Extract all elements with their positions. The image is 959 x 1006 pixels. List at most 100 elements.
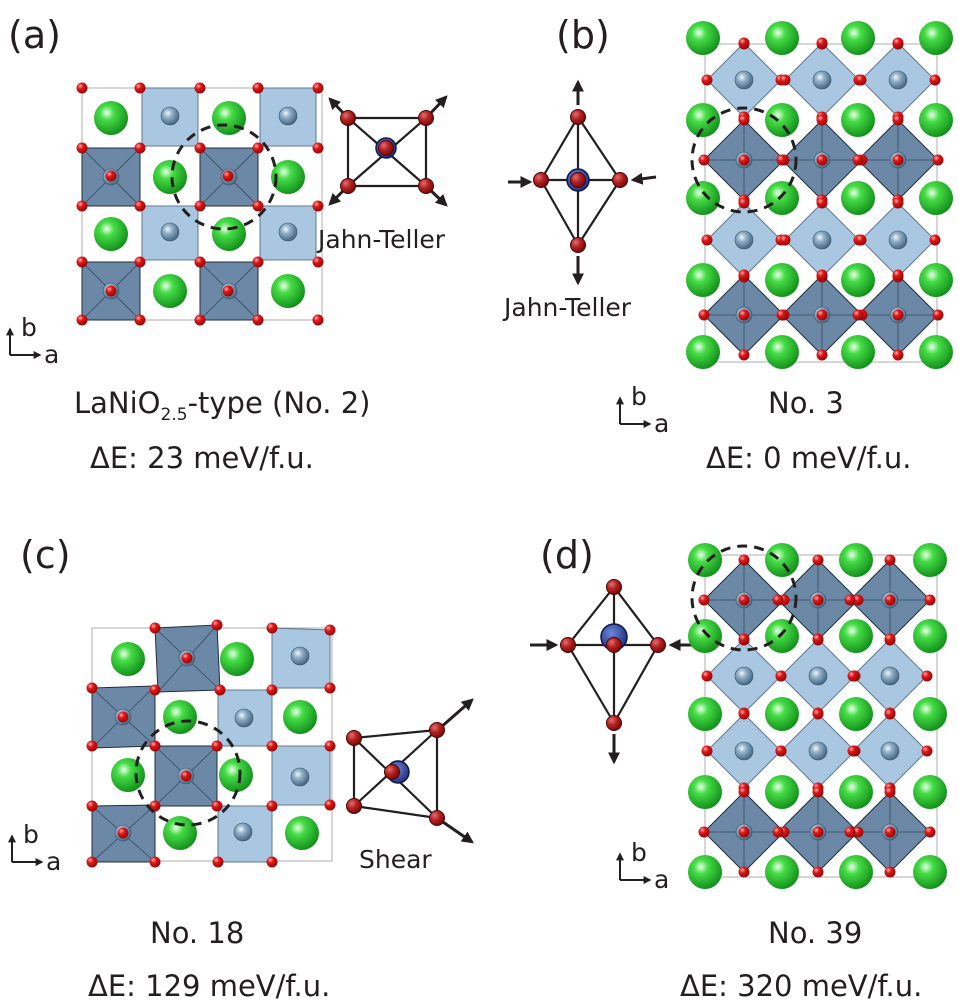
oxygen-atom — [932, 154, 944, 166]
oxygen-atom — [606, 637, 622, 653]
la-atom — [839, 855, 873, 889]
oxygen-atom — [852, 309, 864, 321]
la-atom — [111, 642, 145, 676]
la-atom — [919, 335, 953, 369]
panel-c-structure-name: No. 18 — [150, 916, 244, 950]
panel-c-shear-inset — [346, 698, 474, 844]
panel-d-structure-name: No. 39 — [768, 916, 862, 950]
la-atom — [688, 775, 722, 809]
ni-atom — [808, 666, 828, 686]
panel-a-jahn-teller-inset — [328, 95, 448, 207]
panel-d-lattice — [688, 543, 947, 889]
panel-b-distortion-label: Jahn-Teller — [502, 293, 632, 322]
oxygen-atom — [775, 745, 787, 757]
ni-atom — [278, 106, 298, 126]
oxygen-atom — [117, 827, 129, 839]
panel-a-structure-name: LaNiO2.5-type (No. 2) — [74, 386, 370, 425]
oxygen-atom — [222, 285, 234, 297]
oxygen-atom — [852, 154, 864, 166]
oxygen-atom — [429, 722, 445, 738]
oxygen-atom — [650, 637, 666, 653]
a-axis-label: a — [654, 865, 669, 894]
la-atom — [153, 160, 187, 194]
la-atom — [841, 181, 875, 215]
oxygen-atom — [816, 114, 828, 126]
oxygen-atom — [892, 154, 904, 166]
la-atom — [839, 543, 873, 577]
la-atom — [688, 855, 722, 889]
la-atom — [688, 697, 722, 731]
oxygen-atom — [884, 708, 896, 720]
la-atom — [285, 816, 319, 850]
la-atom — [686, 263, 720, 297]
oxygen-atom — [570, 172, 586, 188]
oxygen-atom — [816, 197, 828, 209]
la-atom — [839, 775, 873, 809]
oxygen-atom — [701, 670, 713, 682]
ni-atom — [880, 666, 900, 686]
panel-c-axes: ba — [8, 820, 61, 876]
oxygen-atom — [533, 172, 549, 188]
ni-atom — [734, 666, 754, 686]
la-atom — [841, 21, 875, 55]
oxygen-atom — [921, 670, 933, 682]
panel-b-axes: ba — [616, 382, 669, 438]
la-atom — [765, 697, 799, 731]
oxygen-atom — [149, 622, 161, 634]
oxygen-atom — [384, 764, 400, 780]
oxygen-atom — [779, 74, 791, 86]
la-atom — [271, 274, 305, 308]
oxygen-atom — [932, 309, 944, 321]
oxygen-atom — [738, 309, 750, 321]
la-atom — [686, 103, 720, 137]
oxygen-atom — [852, 826, 864, 838]
oxygen-atom — [86, 856, 98, 868]
oxygen-atom — [312, 256, 324, 268]
ni-atom — [734, 70, 754, 90]
panel-d-octahedron-inset — [530, 579, 697, 765]
oxygen-atom — [324, 624, 336, 636]
oxygen-atom — [738, 269, 750, 281]
oxygen-atom — [194, 82, 206, 94]
bond-line — [353, 728, 438, 740]
oxygen-atom — [105, 170, 117, 182]
oxygen-atom — [929, 234, 941, 246]
oxygen-atom — [921, 745, 933, 757]
oxygen-atom — [929, 74, 941, 86]
panel-d-axes: ba — [616, 838, 669, 894]
la-atom — [765, 775, 799, 809]
ni-atom — [278, 222, 298, 242]
ni-atom — [888, 70, 908, 90]
la-atom — [686, 21, 720, 55]
la-atom — [688, 619, 722, 653]
la-atom — [913, 543, 947, 577]
oxygen-atom — [312, 200, 324, 212]
oxygen-atom — [776, 309, 788, 321]
oxygen-atom — [884, 633, 896, 645]
oxygen-atom — [570, 237, 586, 253]
ni-atom — [880, 741, 900, 761]
ni-atom — [160, 106, 180, 126]
oxygen-atom — [324, 682, 336, 694]
oxygen-atom — [312, 314, 324, 326]
oxygen-atom — [346, 730, 362, 746]
oxygen-atom — [180, 770, 192, 782]
oxygen-atom — [775, 670, 787, 682]
panel-a-distortion-label: Jahn-Teller — [316, 225, 446, 254]
la-atom — [919, 181, 953, 215]
oxygen-atom — [924, 594, 936, 606]
bond-line — [577, 179, 621, 246]
bond-line — [353, 804, 438, 820]
panel-d: (d) ba No. 39 ΔE: 320 meV/f.u. — [530, 533, 947, 1003]
oxygen-atom — [76, 82, 88, 94]
oxygen-atom — [884, 594, 896, 606]
la-atom — [913, 619, 947, 653]
panel-b-structure-name: No. 3 — [768, 386, 844, 420]
oxygen-atom — [738, 826, 750, 838]
oxygen-atom — [252, 200, 264, 212]
la-atom — [913, 855, 947, 889]
oxygen-atom — [194, 200, 206, 212]
panel-d-energy: ΔE: 320 meV/f.u. — [680, 969, 922, 1003]
